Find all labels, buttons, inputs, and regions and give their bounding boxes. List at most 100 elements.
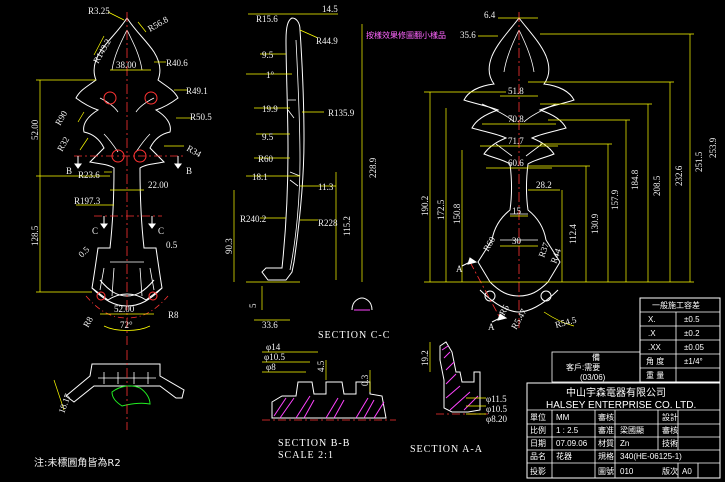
front-view: R3.25 R56.8 R143.2 38.00 R40.6 R49.1 R50… [30,6,212,345]
right-view-section-line-a [469,261,501,319]
section-bb: φ14 φ10.5 φ8 4.5 0.3 SECTION B-B SCALE 2… [262,342,396,461]
dim-228-9: 228.9 [368,157,378,178]
dim-0-3: 0.3 [360,374,370,386]
title-block-row-2-cell-3: 審准 [598,425,614,435]
title-block-row-2-cell-4: 梁國顯 [620,426,644,435]
dim-184-8: 184.8 [630,169,640,190]
dim-15: 15 [512,206,522,216]
tolerance-row-1-label: X. [648,315,656,324]
title-block-row-1-cell-3: 審核 [598,412,614,422]
right-view-section-arrows [461,257,508,323]
dim-51-8: 51.8 [508,86,524,96]
front-view-dimension-lines [36,11,192,331]
tolerance-row-5-label: 重 量 [646,370,664,380]
section-bb-hatch [273,395,385,419]
side-view-dimension-lines [233,13,363,321]
title-block-row-5-cell-3: 圖號 [598,466,614,476]
section-bb-scale: SCALE 2:1 [278,450,334,461]
right-view-note: 按樣效果修圖翻小樣品 [366,30,446,40]
dim-172-5: 172.5 [436,199,446,220]
dim-190-2: 190.2 [420,196,430,216]
dim-phi14: φ14 [266,342,281,352]
dim-52-horiz: 52.00 [114,304,135,314]
dim-5: 5 [248,303,258,308]
dim-70-8: 70.8 [508,114,524,124]
dim-phi8: φ8 [266,362,276,372]
title-block-row-5-cell-6: A0 [682,467,692,476]
dim-128-5: 128.5 [30,225,40,246]
title-block-row-1-cell-1: 單位 [530,412,546,422]
dim-phi10-5-aa: φ10.5 [486,404,507,414]
dim-208-5: 208.5 [652,175,662,196]
title-block-row-3-cell-5: 技術 [662,438,678,448]
dim-33-6: 33.6 [262,320,278,330]
dim-11-3: 11.3 [318,182,334,192]
title-block-row-3-cell-3: 材質 [598,438,614,448]
dim-9-5-mid: 9.5 [262,132,274,142]
section-bb-title: SECTION B-B [278,438,350,449]
dim-r3-25: R3.25 [88,6,110,16]
dim-r50-5: R50.5 [190,112,212,122]
dim-phi8-20: φ8.20 [486,414,507,424]
title-block-row-5-cell-1: 投影 [530,466,546,476]
section-mark-b-left: B [66,166,72,176]
title-block-row-4-cell-1: 品名 [530,451,546,461]
dim-14-5: 14.5 [322,4,338,14]
dim-1-deg: 1° [266,70,275,80]
dim-9-5-top: 9.5 [262,50,274,60]
dim-22: 22.00 [148,180,169,190]
dim-r135-9: R135.9 [328,108,355,118]
section-bb-dimension-lines [262,351,371,392]
tolerance-row-3-label: .XX [648,343,662,352]
dim-r5: R5 [497,302,511,317]
dim-r44: R44 [548,247,563,265]
dim-r8-left: R8 [81,314,95,329]
side-view: R15.6 14.5 R44.9 9.5 1° 19.9 R135.9 9.5 … [224,4,378,330]
title-block-row-5-cell-5: 版次 [662,466,678,476]
dim-18-1: 18.1 [252,172,268,182]
section-aa-dimension-lines [429,342,486,415]
dim-r15-6: R15.6 [256,14,278,24]
dim-150-8: 150.8 [452,203,462,224]
dim-6-4: 6.4 [484,10,496,20]
dim-4-5: 4.5 [316,360,326,372]
title-block-row-4-cell-3: 規格 [598,451,614,461]
dim-r23-6: R23.6 [78,170,100,180]
title-block-row-2-cell-5: 審核 [662,425,678,435]
front-view-section-arrows [74,156,182,229]
right-view: 按樣效果修圖翻小樣品 6.4 35.6 51.8 70.8 71.7 60.6 … [366,10,718,332]
title-block-row-1-cell-2: MM [556,413,570,422]
dim-19-9: 19.9 [262,104,278,114]
section-aa: 19.2 φ11.5 φ10.5 φ8.20 SECTION A-A [410,341,507,455]
title-block-row-1-cell-5: 設計 [662,412,678,422]
dim-r197-3: R197.3 [74,196,101,206]
title-block-row-2-cell-2: 1 : 2.5 [556,426,579,435]
section-aa-title: SECTION A-A [410,444,483,455]
dim-253-9: 253.9 [708,137,718,158]
right-view-base-arc [479,289,559,313]
dim-71-7: 71.7 [508,136,524,146]
remarks-line-1: 客戶:需要 [566,362,600,372]
company-name-cn: 中山宇森電器有限公司 [566,386,666,399]
tolerance-row-1-value: ±0.5 [684,315,700,324]
dim-232-6: 232.6 [674,165,684,186]
tolerance-row-4-value: ±1/4° [684,357,703,366]
dim-r240-2: R240.2 [240,214,266,224]
dim-72-deg: 72° [120,320,133,330]
title-block-row-3-cell-2: 07.09.06 [556,439,588,448]
dim-115-2: 115.2 [342,216,352,236]
section-cc: SECTION C-C [318,297,389,341]
title-block-row-2-cell-1: 比例 [530,425,546,435]
bottom-left-outline [65,363,185,403]
dim-r40-6: R40.6 [166,58,188,68]
dim-251-5: 251.5 [694,151,704,172]
dim-30: 30 [512,236,522,246]
dim-28-2: 28.2 [536,180,552,190]
dim-r8-right: R8 [168,310,179,320]
remarks-label: 備 [592,352,600,362]
tolerance-row-2-label: .X [648,329,656,338]
remarks-block: 備 客戶:需要 (03/06) [551,351,641,383]
right-view-dimension-lines [424,17,694,327]
tolerance-row-4-label: 角 度 [646,356,664,366]
